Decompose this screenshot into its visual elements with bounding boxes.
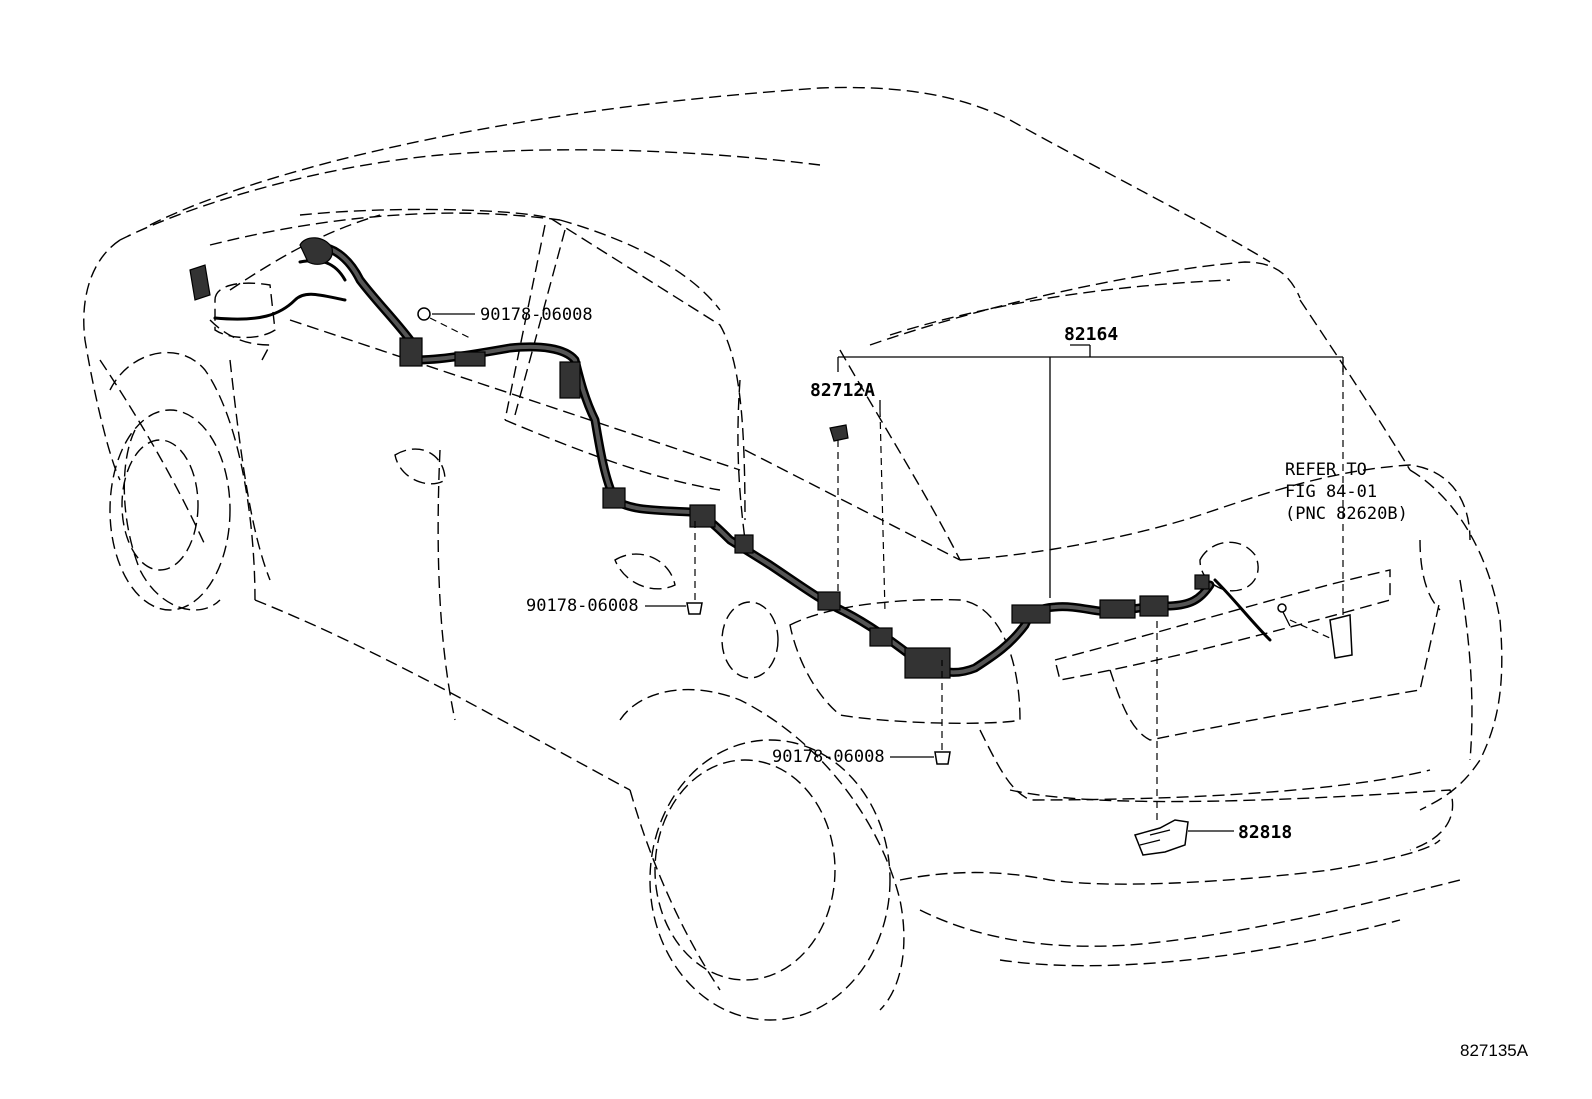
bracket-82818-part xyxy=(1133,819,1189,856)
label-bolt-mid: 90178-06008 xyxy=(526,596,639,616)
figure-number: 827135A xyxy=(1460,1041,1529,1060)
label-82818: 82818 xyxy=(1238,822,1292,843)
bolt-low-part xyxy=(934,751,951,765)
car-body-outline xyxy=(83,86,1503,1021)
wire-harness-82164 xyxy=(189,237,1272,679)
label-bolt-low: 90178-06008 xyxy=(772,747,885,767)
bolt-top-part xyxy=(417,307,431,321)
label-bolt-top: 90178-06008 xyxy=(480,305,593,325)
label-82712a: 82712A xyxy=(810,380,875,401)
label-leaders xyxy=(432,313,1344,832)
clamp-82712a-part xyxy=(829,424,849,442)
refer-line-2: FIG 84-01 xyxy=(1285,482,1377,502)
dashed-leaders xyxy=(429,317,1344,820)
refer-line-3: (PNC 82620B) xyxy=(1285,504,1408,524)
bracket-82620b xyxy=(1277,603,1353,659)
bolt-mid-part xyxy=(686,602,703,615)
refer-line-1: REFER TO xyxy=(1285,460,1367,480)
label-82164: 82164 xyxy=(1064,324,1118,345)
